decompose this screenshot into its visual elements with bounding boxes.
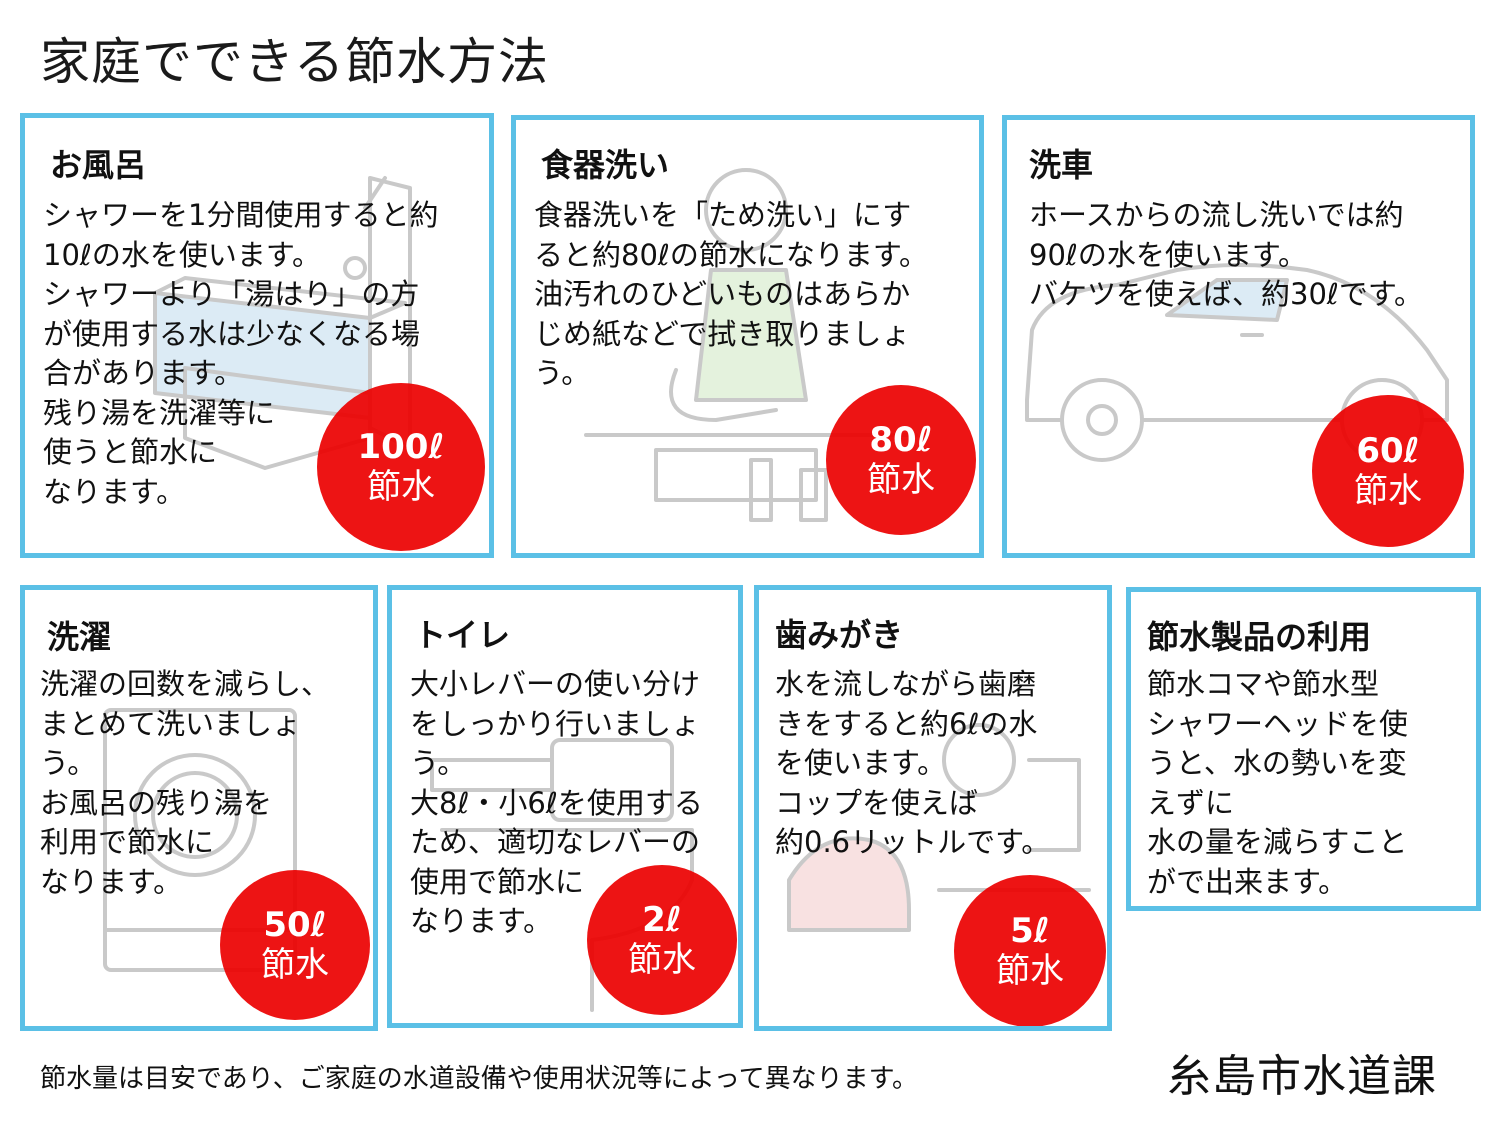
card-toothbrushing: 歯みがき 水を流しながら歯磨 きをすると約6ℓの水 を使います。 コップを使えば… <box>754 585 1112 1031</box>
savings-badge: 60ℓ 節水 <box>1312 395 1464 547</box>
card-heading: 食器洗い <box>541 146 670 184</box>
card-heading: 洗濯 <box>47 618 112 656</box>
page-title: 家庭でできる節水方法 <box>40 33 549 91</box>
card-heading: 節水製品の利用 <box>1147 618 1372 656</box>
card-car-wash: 洗車 ホースからの流し洗いでは約 90ℓの水を使います。 バケツを使えば、約30… <box>1002 115 1475 558</box>
savings-badge: 80ℓ 節水 <box>826 385 976 535</box>
card-body: 洗濯の回数を減らし、 まとめて洗いましょ う。 お風呂の残り湯を 利用で節水に … <box>40 667 331 899</box>
savings-label: 節水 <box>628 940 696 980</box>
card-body: シャワーを1分間使用すると約 10ℓの水を使います。 シャワーより「湯はり」の方… <box>43 198 439 509</box>
card-body: 食器洗いを「ため洗い」にす ると約80ℓの節水になります。 油汚れのひどいものは… <box>534 198 928 390</box>
card-heading: 洗車 <box>1029 146 1094 184</box>
savings-amount: 100ℓ <box>357 427 445 467</box>
card-body: ホースからの流し洗いでは約 90ℓの水を使います。 バケツを使えば、約30ℓです… <box>1029 198 1423 311</box>
card-laundry: 洗濯 洗濯の回数を減らし、 まとめて洗いましょ う。 お風呂の残り湯を 利用で節… <box>20 585 378 1031</box>
savings-label: 節水 <box>1354 471 1422 511</box>
savings-amount: 50ℓ <box>263 905 327 945</box>
card-body: 水を流しながら歯磨 きをすると約6ℓの水 を使います。 コップを使えば 約0.6… <box>775 667 1051 859</box>
card-heading: トイレ <box>414 616 511 654</box>
savings-badge: 2ℓ 節水 <box>587 865 737 1015</box>
savings-label: 節水 <box>867 460 935 500</box>
savings-amount: 5ℓ <box>1010 911 1050 951</box>
savings-badge: 100ℓ 節水 <box>317 383 485 551</box>
organization-name: 糸島市水道課 <box>1167 1051 1437 1102</box>
card-body: 大小レバーの使い分け をしっかり行いましょ う。 大8ℓ・小6ℓを使用する ため… <box>410 667 703 938</box>
card-body: 節水コマや節水型 シャワーヘッドを使 うと、水の勢いを変 えずに 水の量を減らす… <box>1147 667 1409 899</box>
card-toilet: トイレ 大小レバーの使い分け をしっかり行いましょ う。 大8ℓ・小6ℓを使用す… <box>387 585 743 1028</box>
card-heading: お風呂 <box>50 146 147 184</box>
savings-badge: 50ℓ 節水 <box>220 870 370 1020</box>
card-bath: お風呂 シャワーを1分間使用すると約 10ℓの水を使います。 シャワーより「湯は… <box>20 113 494 558</box>
savings-amount: 60ℓ <box>1356 431 1420 471</box>
card-heading: 歯みがき <box>775 616 904 654</box>
savings-label: 節水 <box>996 951 1064 991</box>
savings-badge: 5ℓ 節水 <box>954 875 1106 1026</box>
savings-label: 節水 <box>261 945 329 985</box>
disclaimer-note: 節水量は目安であり、ご家庭の水道設備や使用状況等によって異なります。 <box>40 1064 919 1094</box>
card-dishwashing: 食器洗い 食器洗いを「ため洗い」にす ると約80ℓの節水になります。 油汚れのひ… <box>511 115 984 558</box>
savings-label: 節水 <box>367 467 435 507</box>
savings-amount: 80ℓ <box>869 420 933 460</box>
savings-amount: 2ℓ <box>642 900 682 940</box>
card-water-saving-products: 節水製品の利用 節水コマや節水型 シャワーヘッドを使 うと、水の勢いを変 えずに… <box>1126 587 1481 911</box>
